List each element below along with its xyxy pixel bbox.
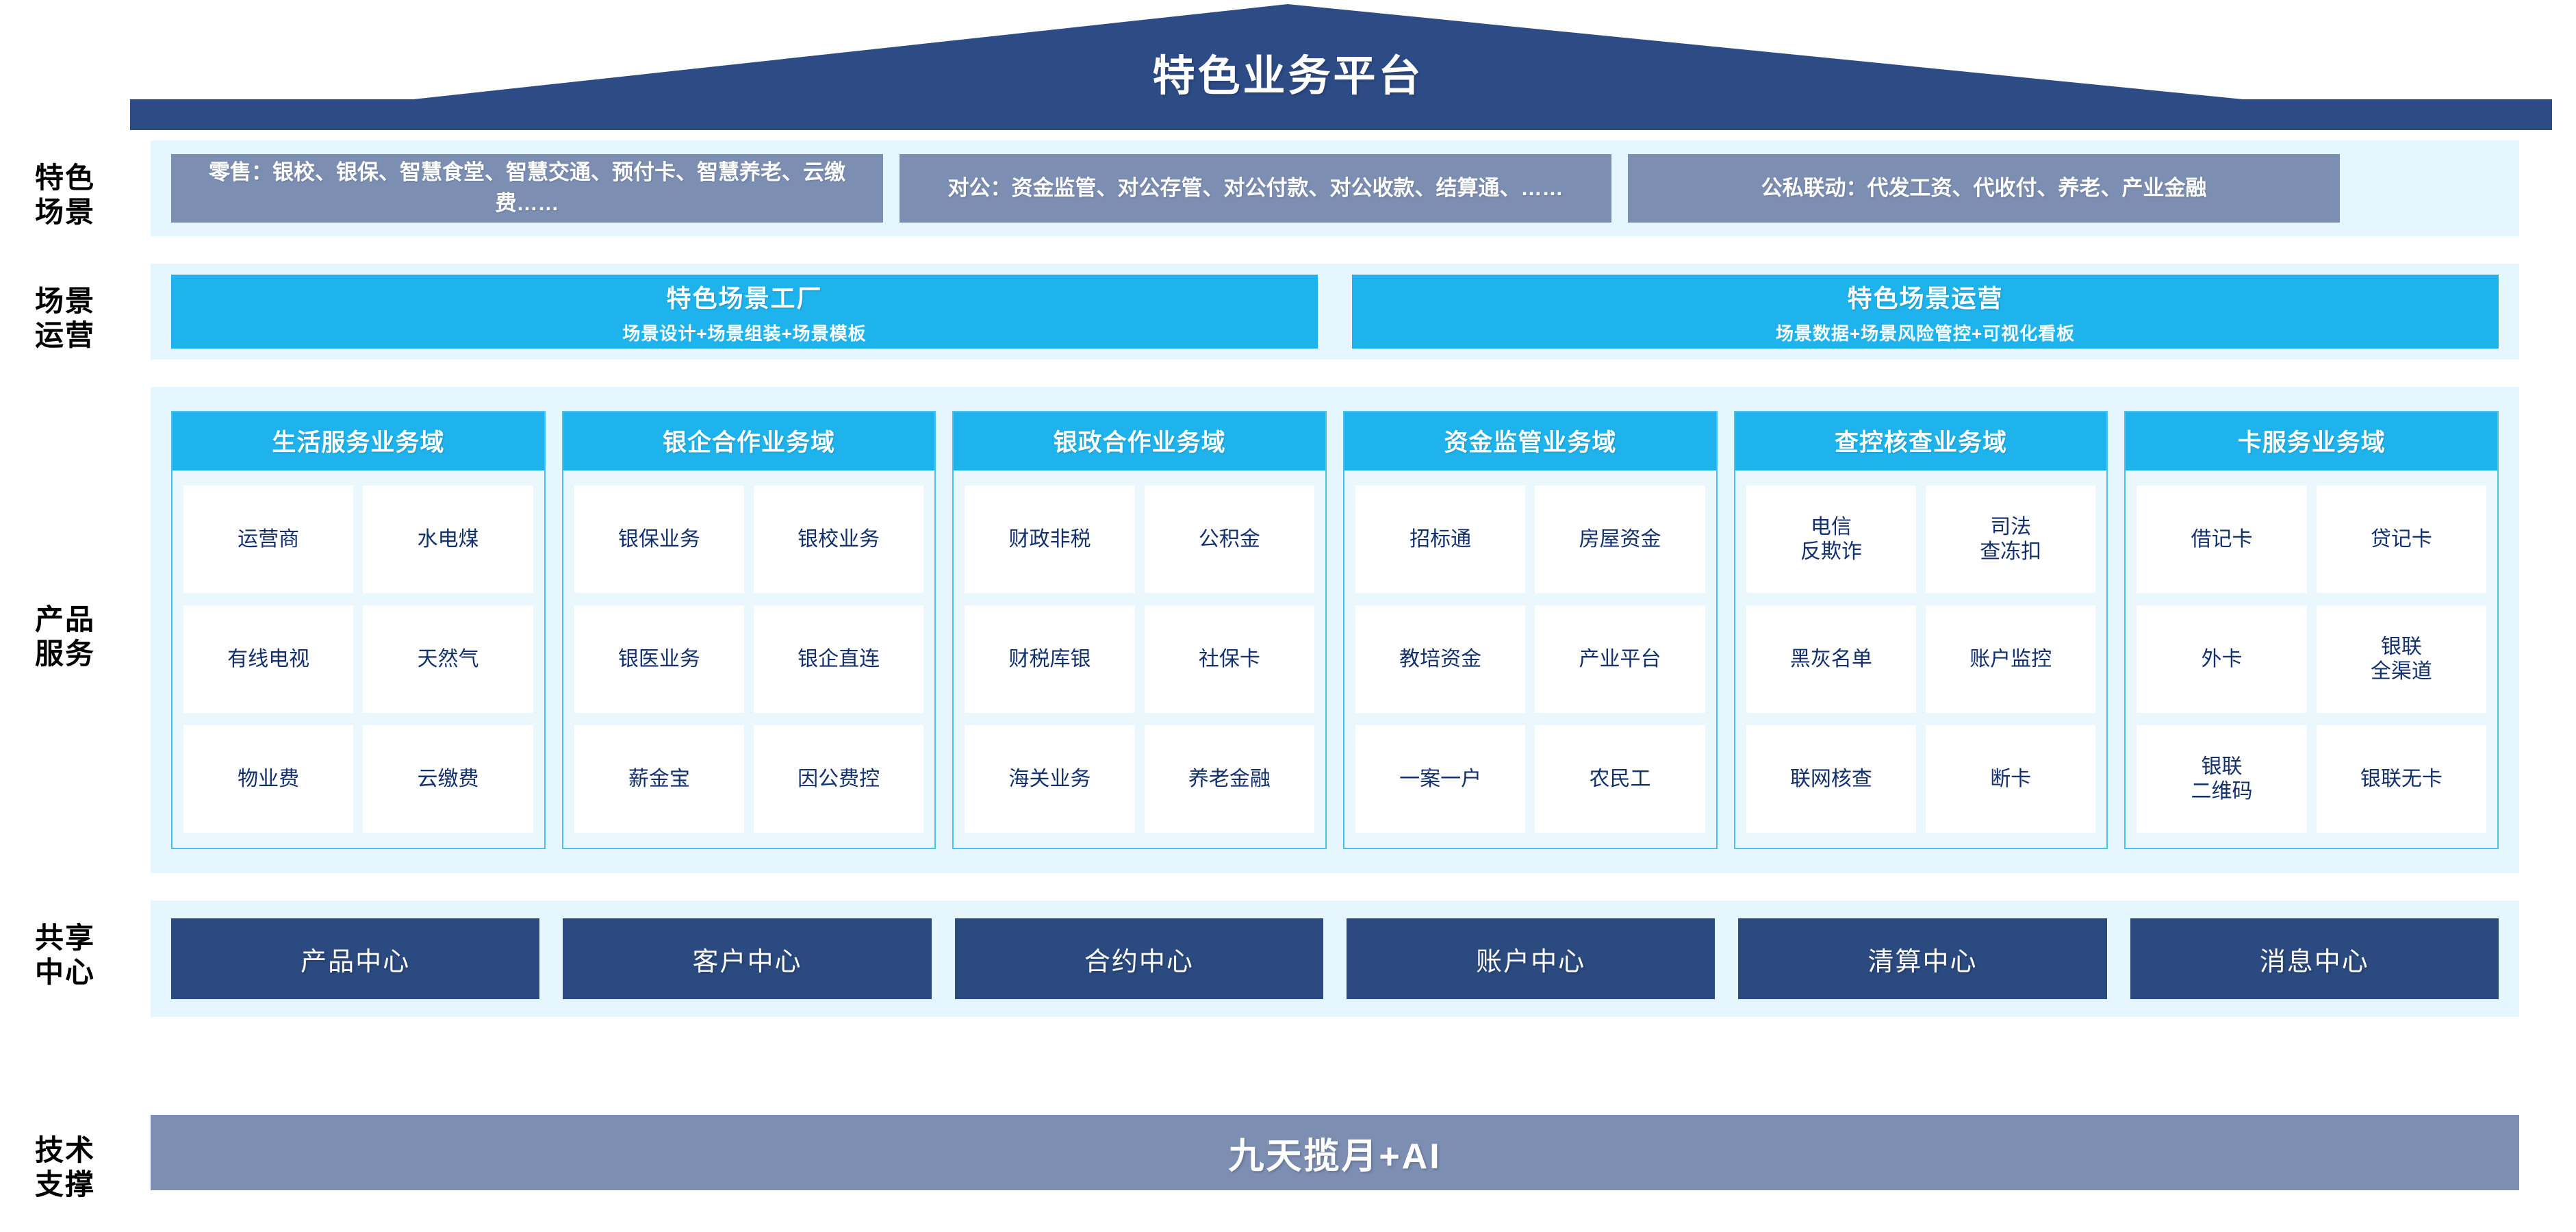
product-tile[interactable]: 物业费 — [183, 725, 354, 833]
operations-band: 特色场景工厂 场景设计+场景组装+场景模板 特色场景运营 场景数据+场景风险管控… — [151, 264, 2519, 360]
ops-box-scene-operation[interactable]: 特色场景运营 场景数据+场景风险管控+可视化看板 — [1352, 275, 2499, 349]
row-label-scenes: 特色 场景 — [34, 162, 95, 228]
product-tile[interactable]: 财税库银 — [965, 605, 1135, 713]
domain-title: 银企合作业务域 — [563, 412, 935, 470]
domain-column-bank-government[interactable]: 银政合作业务域 财政非税 公积金 财税库银 社保卡 海关业务 养老金融 — [952, 411, 1327, 849]
product-tile[interactable]: 薪金宝 — [574, 725, 744, 833]
product-tile[interactable]: 社保卡 — [1144, 605, 1315, 713]
product-tile[interactable]: 断卡 — [1926, 725, 2096, 833]
domain-title: 银政合作业务域 — [954, 412, 1326, 470]
product-tile[interactable]: 外卡 — [2137, 605, 2307, 713]
domain-title: 卡服务业务域 — [2126, 412, 2498, 470]
shared-center-customer[interactable]: 客户中心 — [563, 918, 932, 999]
ops-title: 特色场景运营 — [1847, 284, 2004, 312]
product-tile[interactable]: 水电煤 — [363, 486, 533, 593]
page-title: 特色业务平台 — [1152, 53, 1424, 100]
product-tile[interactable]: 产业平台 — [1535, 605, 1705, 713]
scene-box-corporate[interactable]: 对公：资金监管、对公存管、对公付款、对公收款、结算通、…… — [900, 154, 1611, 223]
domain-tile-grid: 电信 反欺诈 司法 查冻扣 黑灰名单 账户监控 联网核查 断卡 — [1735, 470, 2107, 848]
roof-shape-icon — [130, 4, 2552, 130]
domain-title: 资金监管业务域 — [1344, 412, 1716, 470]
domain-title: 查控核查业务域 — [1735, 412, 2107, 470]
product-tile[interactable]: 银校业务 — [754, 486, 924, 593]
scene-box-retail[interactable]: 零售：银校、银保、智慧食堂、智慧交通、预付卡、智慧养老、云缴费…… — [171, 154, 883, 223]
domain-column-bank-enterprise[interactable]: 银企合作业务域 银保业务 银校业务 银医业务 银企直连 薪金宝 因公费控 — [561, 411, 936, 849]
domain-tile-grid: 财政非税 公积金 财税库银 社保卡 海关业务 养老金融 — [954, 470, 1325, 848]
domain-tile-grid: 招标通 房屋资金 教培资金 产业平台 一案一户 农民工 — [1344, 470, 1716, 848]
product-tile[interactable]: 黑灰名单 — [1746, 605, 1917, 713]
product-tile[interactable]: 银保业务 — [574, 486, 744, 593]
product-tile[interactable]: 银联 二维码 — [2137, 725, 2307, 833]
scenes-band: 零售：银校、银保、智慧食堂、智慧交通、预付卡、智慧养老、云缴费…… 对公：资金监… — [151, 140, 2519, 236]
domain-column-card-service[interactable]: 卡服务业务域 借记卡 贷记卡 外卡 银联 全渠道 银联 二维码 银联无卡 — [2124, 411, 2499, 849]
product-tile[interactable]: 有线电视 — [183, 605, 354, 713]
shared-center-message[interactable]: 消息中心 — [2130, 918, 2499, 999]
ops-subtitle: 场景数据+场景风险管控+可视化看板 — [1775, 323, 2076, 344]
domain-tile-grid: 银保业务 银校业务 银医业务 银企直连 薪金宝 因公费控 — [563, 470, 935, 848]
product-tile[interactable]: 借记卡 — [2137, 486, 2307, 593]
domain-tile-grid: 运营商 水电煤 有线电视 天然气 物业费 云缴费 — [173, 470, 544, 848]
product-tile[interactable]: 银医业务 — [574, 605, 744, 713]
domain-column-investigation-control[interactable]: 查控核查业务域 电信 反欺诈 司法 查冻扣 黑灰名单 账户监控 联网核查 断卡 — [1733, 411, 2108, 849]
product-tile[interactable]: 电信 反欺诈 — [1746, 486, 1917, 593]
ops-box-scene-factory[interactable]: 特色场景工厂 场景设计+场景组装+场景模板 — [171, 275, 1318, 349]
shared-center-account[interactable]: 账户中心 — [1346, 918, 1716, 999]
product-tile[interactable]: 天然气 — [363, 605, 533, 713]
domain-column-life-service[interactable]: 生活服务业务域 运营商 水电煤 有线电视 天然气 物业费 云缴费 — [171, 411, 546, 849]
row-label-tech-support: 技术 支撑 — [34, 1134, 95, 1200]
domain-title: 生活服务业务域 — [173, 412, 544, 470]
shared-center-settlement[interactable]: 清算中心 — [1738, 918, 2107, 999]
shared-center-contract[interactable]: 合约中心 — [954, 918, 1323, 999]
row-label-operations: 场景 运营 — [34, 285, 95, 351]
row-label-shared-centers: 共享 中心 — [34, 922, 95, 988]
ops-title: 特色场景工厂 — [666, 284, 823, 312]
row-label-products: 产品 服务 — [34, 603, 95, 670]
product-tile[interactable]: 一案一户 — [1355, 725, 1526, 833]
product-tile[interactable]: 联网核查 — [1746, 725, 1917, 833]
product-tile[interactable]: 银联 全渠道 — [2316, 605, 2487, 713]
product-tile[interactable]: 招标通 — [1355, 486, 1526, 593]
product-tile[interactable]: 公积金 — [1144, 486, 1315, 593]
ops-subtitle: 场景设计+场景组装+场景模板 — [622, 323, 867, 344]
product-tile[interactable]: 房屋资金 — [1535, 486, 1705, 593]
tech-support-bar[interactable]: 九天揽月+AI — [151, 1115, 2519, 1190]
product-tile[interactable]: 财政非税 — [965, 486, 1135, 593]
product-tile[interactable]: 云缴费 — [363, 725, 533, 833]
product-services-band: 生活服务业务域 运营商 水电煤 有线电视 天然气 物业费 云缴费 银企合作业务域… — [151, 387, 2519, 873]
product-tile[interactable]: 司法 查冻扣 — [1926, 486, 2096, 593]
product-tile[interactable]: 贷记卡 — [2316, 486, 2487, 593]
product-tile[interactable]: 农民工 — [1535, 725, 1705, 833]
product-tile[interactable]: 账户监控 — [1926, 605, 2096, 713]
product-tile[interactable]: 运营商 — [183, 486, 354, 593]
shared-centers-band: 产品中心 客户中心 合约中心 账户中心 清算中心 消息中心 — [151, 901, 2519, 1017]
product-tile[interactable]: 教培资金 — [1355, 605, 1526, 713]
platform-roof-banner: 特色业务平台 — [0, 0, 2576, 137]
product-tile[interactable]: 因公费控 — [754, 725, 924, 833]
product-tile[interactable]: 银联无卡 — [2316, 725, 2487, 833]
domain-tile-grid: 借记卡 贷记卡 外卡 银联 全渠道 银联 二维码 银联无卡 — [2126, 470, 2497, 848]
domain-column-fund-supervision[interactable]: 资金监管业务域 招标通 房屋资金 教培资金 产业平台 一案一户 农民工 — [1343, 411, 1718, 849]
scene-box-public-private[interactable]: 公私联动：代发工资、代收付、养老、产业金融 — [1628, 154, 2340, 223]
product-tile[interactable]: 银企直连 — [754, 605, 924, 713]
product-tile[interactable]: 海关业务 — [965, 725, 1135, 833]
product-tile[interactable]: 养老金融 — [1144, 725, 1315, 833]
shared-center-product[interactable]: 产品中心 — [171, 918, 540, 999]
